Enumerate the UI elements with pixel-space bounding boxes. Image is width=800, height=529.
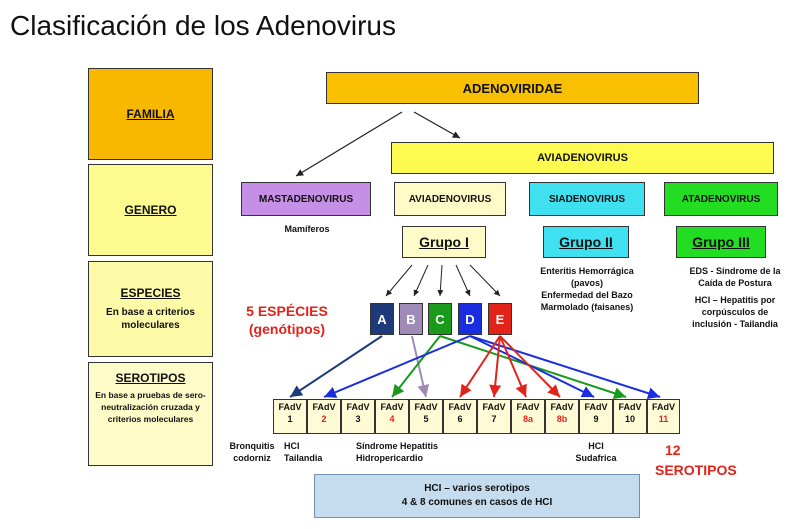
- serotype-row: FAdV 1 FAdV 2 FAdV 3 FAdV 4 FAdV 5 FAdV 6 FAdV…: [273, 399, 681, 434]
- serotype-number: 8b: [556, 414, 568, 424]
- serotype-fadv-3: FAdV 3: [341, 399, 375, 434]
- serotype-prefix: FAdV: [312, 402, 336, 412]
- serotype-fadv-2: FAdV 2: [307, 399, 341, 434]
- genero-label: GENERO: [88, 164, 213, 256]
- family-adenoviridae: ADENOVIRIDAE: [326, 72, 699, 104]
- species-d: D: [458, 303, 482, 335]
- footer-line: HCI – varios serotipos: [424, 483, 530, 494]
- label-bronquitis-codorniz: Bronquitis codorniz: [222, 440, 282, 464]
- serotype-fadv-6: FAdV 6: [443, 399, 477, 434]
- desc-line: corpúsculos de: [701, 307, 769, 317]
- label-line: Síndrome Hepatitis: [356, 441, 439, 451]
- species-a: A: [370, 303, 394, 335]
- especies-count-line: (genótipos): [248, 321, 326, 337]
- serotype-prefix: FAdV: [278, 402, 302, 412]
- serotipos-count-number: 12: [665, 442, 681, 458]
- serotype-fadv-11: FAdV 11: [647, 399, 681, 434]
- serotipos-label: SEROTIPOS: [115, 371, 186, 385]
- serotype-number: 1: [287, 414, 293, 424]
- serotype-number: 11: [658, 414, 669, 424]
- serotype-fadv-8b: FAdV 8b: [545, 399, 579, 434]
- species-c: C: [428, 303, 452, 335]
- serotipos-count: 12 SEROTIPOS: [655, 440, 765, 480]
- label-hci-sudafrica: HCI Sudafrica: [566, 440, 626, 464]
- serotype-number: 4: [389, 414, 395, 424]
- desc-line: Marmolado (faisanes): [540, 302, 634, 312]
- footer-line: 4 & 8 comunes en casos de HCI: [401, 497, 553, 508]
- especies-box: ESPECIES En base a criterios moleculares: [88, 261, 213, 357]
- serotype-prefix: FAdV: [346, 402, 370, 412]
- serotype-number: 5: [423, 414, 429, 424]
- grupo-ii: Grupo II: [543, 226, 629, 258]
- species-e: E: [488, 303, 512, 335]
- serotype-number: 9: [593, 414, 599, 424]
- desc-line: HCI – Hepatitis por: [694, 295, 776, 305]
- serotype-number: 2: [321, 414, 327, 424]
- serotype-fadv-1: FAdV 1: [273, 399, 307, 434]
- serotype-fadv-10: FAdV 10: [613, 399, 647, 434]
- serotype-fadv-8a: FAdV 8a: [511, 399, 545, 434]
- serotype-prefix: FAdV: [550, 402, 574, 412]
- label-line: Tailandia: [284, 453, 323, 463]
- serotype-prefix: FAdV: [448, 402, 472, 412]
- label-sindrome-hepatitis: Síndrome Hepatitis Hidropericardio: [356, 440, 476, 464]
- serotype-fadv-9: FAdV 9: [579, 399, 613, 434]
- especies-count-line: 5 ESPÉCIES: [246, 303, 328, 319]
- serotype-prefix: FAdV: [482, 402, 506, 412]
- serotipos-desc: En base a pruebas de sero-neutralización…: [95, 390, 206, 424]
- serotype-prefix: FAdV: [380, 402, 404, 412]
- serotype-number: 7: [491, 414, 497, 424]
- serotype-prefix: FAdV: [584, 402, 608, 412]
- serotype-prefix: FAdV: [414, 402, 438, 412]
- serotype-prefix: FAdV: [516, 402, 540, 412]
- label-line: Sudafrica: [575, 453, 617, 463]
- genus-aviadenovirus: AVIADENOVIRUS: [394, 182, 506, 216]
- grupo-iii: Grupo III: [676, 226, 766, 258]
- label-line: HCI: [588, 441, 604, 451]
- desc-line: Caída de Postura: [698, 278, 772, 288]
- desc-line: (pavos): [570, 278, 603, 288]
- label-line: Hidropericardio: [356, 453, 424, 463]
- species-b: B: [399, 303, 423, 335]
- label-line: HCI: [284, 441, 300, 451]
- genus-mastadenovirus: MASTADENOVIRUS: [241, 182, 371, 216]
- serotype-prefix: FAdV: [618, 402, 642, 412]
- aviadenovirus-banner: AVIADENOVIRUS: [391, 142, 774, 174]
- atadenovirus-description: EDS - Síndrome de la Caída de Postura HC…: [676, 265, 794, 330]
- mamiferos-label: Mamíferos: [284, 224, 330, 234]
- footer-hci-box: HCI – varios serotipos 4 & 8 comunes en …: [314, 474, 640, 518]
- serotype-fadv-4: FAdV 4: [375, 399, 409, 434]
- grupo-i: Grupo I: [402, 226, 486, 258]
- especies-desc: En base a criterios moleculares: [106, 307, 195, 331]
- label-line: codorniz: [233, 453, 271, 463]
- serotype-number: 6: [457, 414, 463, 424]
- siadenovirus-description: Enteritis Hemorrágica (pavos) Enfermedad…: [528, 265, 646, 313]
- serotype-fadv-5: FAdV 5: [409, 399, 443, 434]
- serotype-fadv-7: FAdV 7: [477, 399, 511, 434]
- genus-atadenovirus: ATADENOVIRUS: [664, 182, 778, 216]
- serotipos-box: SEROTIPOS En base a pruebas de sero-neut…: [88, 362, 213, 466]
- genus-siadenovirus: SIADENOVIRUS: [529, 182, 645, 216]
- desc-line: Enteritis Hemorrágica: [540, 266, 634, 276]
- especies-count: 5 ESPÉCIES (genótipos): [232, 302, 342, 338]
- desc-line: inclusión - Tailandia: [692, 319, 778, 329]
- especies-label: ESPECIES: [120, 286, 181, 300]
- page-title: Clasificación de los Adenovirus: [10, 10, 396, 41]
- label-hci-tailandia: HCI Tailandia: [284, 440, 334, 464]
- familia-label: FAMILIA: [88, 68, 213, 160]
- serotype-number: 8a: [522, 414, 533, 424]
- label-line: Bronquitis: [229, 441, 275, 451]
- serotype-prefix: FAdV: [652, 402, 676, 412]
- desc-line: Enfermedad del Bazo: [541, 290, 633, 300]
- serotype-number: 10: [624, 414, 635, 424]
- desc-line: EDS - Síndrome de la: [689, 266, 781, 276]
- serotype-number: 3: [355, 414, 361, 424]
- serotipos-count-label: SEROTIPOS: [655, 462, 737, 478]
